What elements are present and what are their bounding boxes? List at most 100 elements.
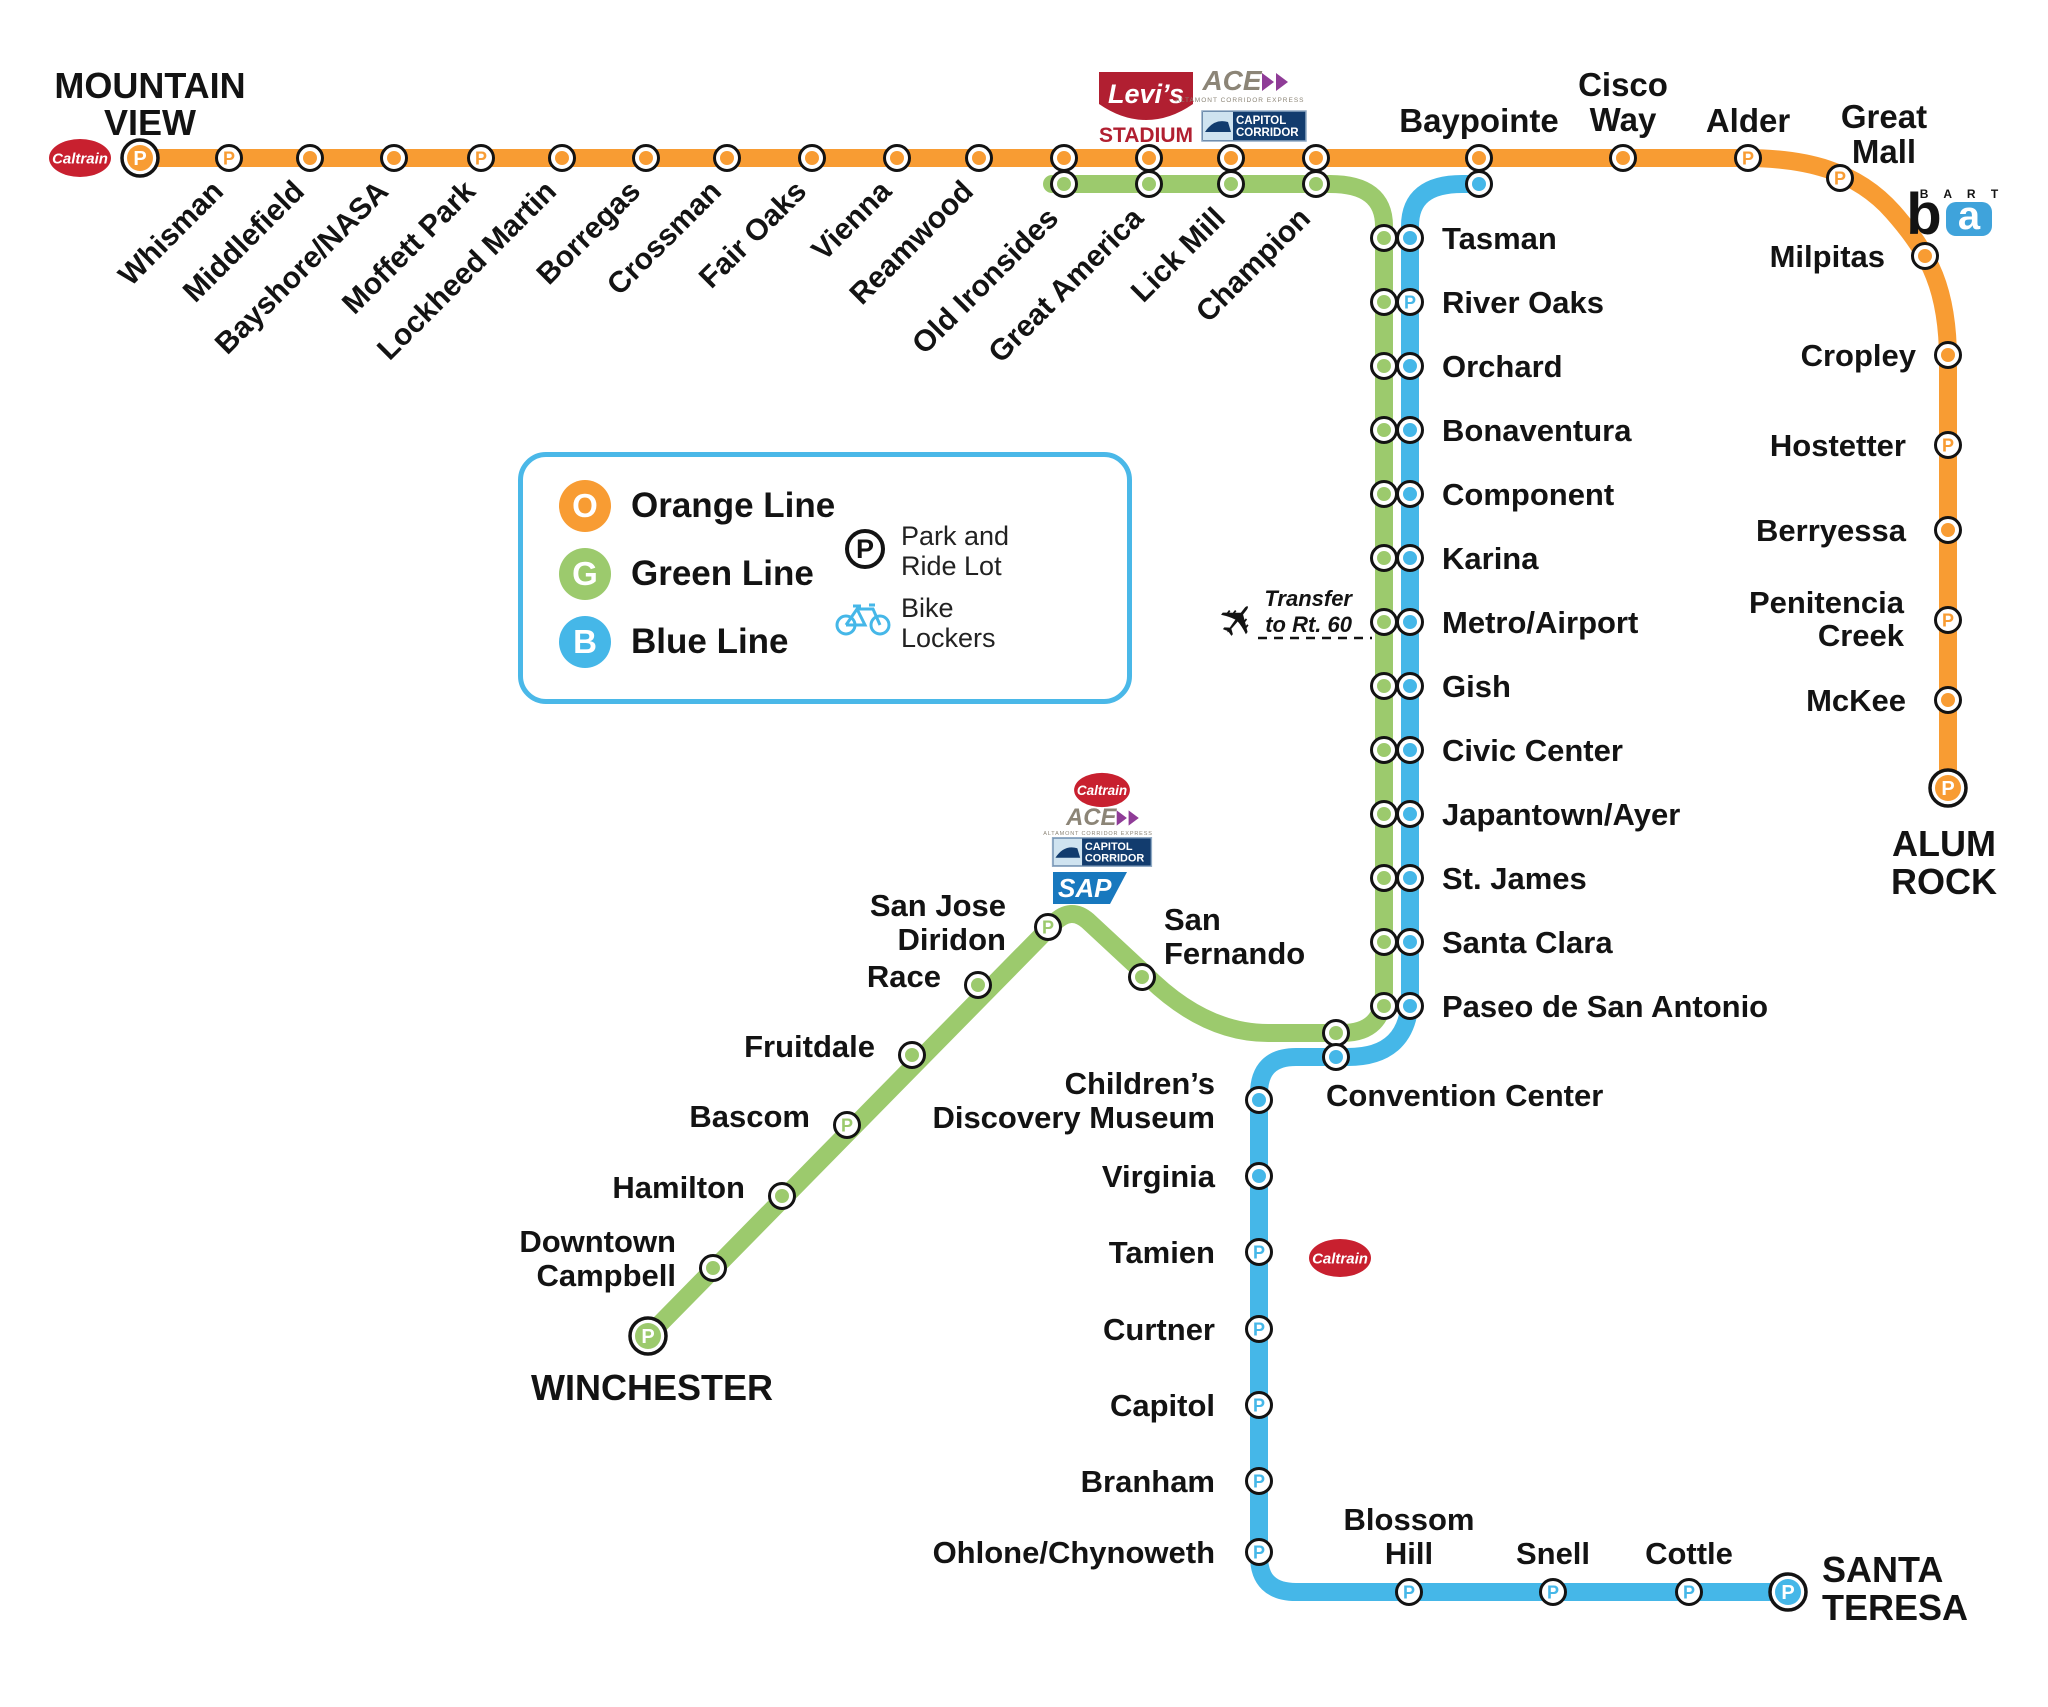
station-label-ohlone-chynoweth: Ohlone/Chynoweth: [933, 1535, 1215, 1570]
station-paseo-de-san-antonio: Paseo de San Antonio: [1370, 989, 1768, 1024]
station-civic-center: Civic Center: [1370, 733, 1623, 768]
park-and-ride-letter: P: [1253, 1543, 1265, 1563]
station-label-virginia: Virginia: [1102, 1159, 1216, 1194]
green-line-icon: G: [559, 548, 611, 600]
svg-text:Levi’s: Levi’s: [1108, 79, 1184, 109]
station-label-san-jose-diridon: San Jose: [870, 888, 1006, 923]
station-label-metro-airport: Metro/Airport: [1442, 605, 1638, 640]
park-and-ride-letter: P: [1742, 149, 1754, 169]
station-marker: [1396, 288, 1424, 316]
park-and-ride-letter: P: [1781, 1582, 1794, 1604]
caltrain-logo: Caltrain: [1074, 772, 1130, 808]
sap-logo: SAP: [1053, 872, 1127, 904]
station-label-paseo-de-san-antonio: Paseo de San Antonio: [1442, 989, 1768, 1024]
station-label-snell: Snell: [1516, 1536, 1590, 1571]
legend-item-green-line: G Green Line: [559, 547, 814, 601]
park-and-ride-letter: P: [1253, 1396, 1265, 1416]
station-st-james: St. James: [1370, 861, 1587, 896]
green-line-label: Green Line: [631, 554, 814, 593]
station-marker: [1245, 1238, 1273, 1266]
station-label-component: Component: [1442, 477, 1614, 512]
caltrain-logo: Caltrain: [1309, 1239, 1371, 1277]
park-and-ride-letter: P: [641, 1326, 654, 1348]
station-label-mckee: McKee: [1806, 683, 1906, 718]
station-bonaventura: Bonaventura: [1370, 413, 1632, 448]
station-label-cisco-way: Way: [1590, 101, 1657, 138]
station-label-branham: Branham: [1081, 1464, 1215, 1499]
airplane-icon: ✈: [1206, 589, 1271, 651]
station-label-river-oaks: River Oaks: [1442, 285, 1604, 320]
station-marker: [1539, 1578, 1567, 1606]
park-and-ride-letter: P: [475, 149, 487, 169]
svg-text:Caltrain: Caltrain: [1312, 1251, 1368, 1268]
park-and-ride-letter: P: [1253, 1472, 1265, 1492]
station-hamilton: Hamilton: [612, 1170, 796, 1210]
station-marker: [1934, 431, 1962, 459]
svg-text:B A R T: B A R T: [1920, 187, 2004, 201]
legend-item-orange-line: O Orange Line: [559, 479, 835, 533]
park-and-ride-letter: P: [841, 1116, 853, 1136]
station-japantown-ayer: Japantown/Ayer: [1370, 797, 1680, 832]
station-label-penitencia-creek: Penitencia: [1749, 585, 1905, 620]
station-ohlone-chynoweth: P Ohlone/Chynoweth: [933, 1535, 1273, 1570]
park-and-ride-letter: P: [1403, 1583, 1415, 1603]
station-label-childrens-discovery-museum: Discovery Museum: [932, 1100, 1215, 1135]
park-and-ride-icon: P: [845, 529, 885, 569]
station-label-st-james: St. James: [1442, 861, 1587, 896]
station-label-cottle: Cottle: [1645, 1536, 1733, 1571]
station-race: Race: [867, 959, 992, 999]
legend-item-blue-line: B Blue Line: [559, 615, 789, 669]
station-baypointe: Baypointe: [1399, 102, 1559, 198]
station-tasman: Tasman: [1370, 221, 1557, 256]
park-and-ride-letter: P: [133, 148, 146, 170]
park-and-ride-letter: P: [223, 149, 235, 169]
blue-line-icon: B: [559, 616, 611, 668]
station-karina: Karina: [1370, 541, 1539, 576]
station-label-orchard: Orchard: [1442, 349, 1563, 384]
station-santa-clara: Santa Clara: [1370, 925, 1613, 960]
svg-text:CORRIDOR: CORRIDOR: [1236, 127, 1299, 139]
station-marker: [1245, 1467, 1273, 1495]
station-fruitdale: Fruitdale: [744, 1029, 926, 1069]
station-fair-oaks: Fair Oaks: [693, 144, 826, 295]
station-label-great-mall: Mall: [1852, 133, 1916, 170]
station-component: Component: [1370, 477, 1614, 512]
svg-text:CORRIDOR: CORRIDOR: [1085, 853, 1145, 865]
legend: O Orange Line G Green Line B Blue Line P…: [518, 452, 1132, 704]
park-and-ride-letter: P: [1683, 1583, 1695, 1603]
station-label-capitol: Capitol: [1110, 1388, 1215, 1423]
svg-text:b: b: [1906, 182, 1941, 247]
station-mckee: McKee: [1806, 683, 1962, 718]
station-label-berryessa: Berryessa: [1756, 513, 1907, 548]
station-label-blossom-hill: Blossom: [1344, 1502, 1475, 1537]
park-and-ride-letter: P: [1253, 1243, 1265, 1263]
park-and-ride-letter: P: [1253, 1320, 1265, 1340]
park-and-ride-letter: P: [1834, 169, 1846, 189]
station-marker: [467, 144, 495, 172]
bike-lockers-label: Bike Lockers: [901, 593, 996, 653]
station-branham: P Branham: [1081, 1464, 1273, 1499]
station-berryessa: Berryessa: [1756, 513, 1962, 548]
station-cropley: Cropley: [1801, 338, 1962, 373]
caltrain-logo: Caltrain: [49, 139, 111, 177]
station-marker: [1395, 1578, 1423, 1606]
station-marker: [1826, 164, 1854, 192]
orange-line-icon: O: [559, 480, 611, 532]
line-green: [639, 175, 1393, 1345]
orange-line-label: Orange Line: [631, 486, 836, 525]
station-marker: [1675, 1578, 1703, 1606]
station-label-san-jose-diridon: Diridon: [898, 922, 1007, 957]
transfer-label-line1: Transfer: [1264, 586, 1353, 611]
